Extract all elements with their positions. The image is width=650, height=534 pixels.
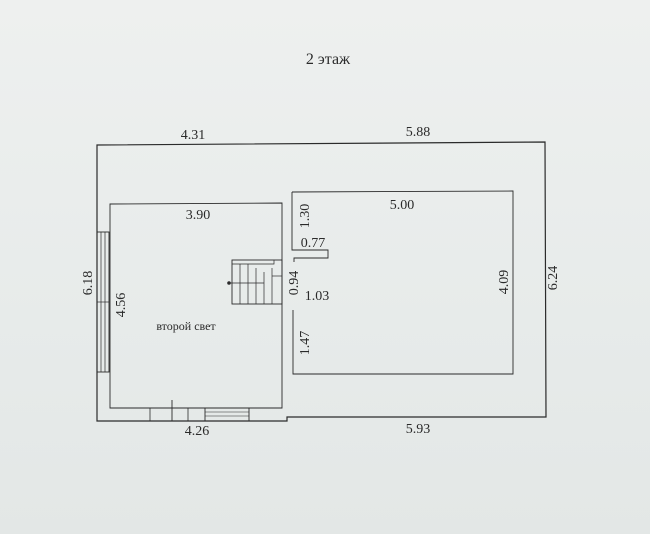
bottom-window: [149, 400, 250, 422]
dim-left-room-width: 3.90: [186, 208, 211, 223]
dim-bottom-left: 4.26: [185, 424, 210, 439]
left-window: [96, 231, 110, 373]
dim-stair-height: 0.94: [287, 271, 302, 296]
dim-outer-right-height: 6.24: [546, 266, 561, 291]
dim-right-room-width: 5.00: [390, 198, 415, 213]
outer-wall: [96, 141, 547, 422]
room-label: второй свет: [156, 319, 216, 333]
dim-right-wall-bottom: 1.47: [298, 331, 313, 356]
left-room-wall: [109, 202, 283, 409]
staircase: [227, 259, 283, 305]
dim-outer-left-height: 6.18: [81, 271, 96, 296]
right-room-partition: [291, 192, 329, 262]
dim-bottom-right: 5.93: [406, 422, 431, 437]
dim-right-room-height: 4.09: [497, 270, 512, 295]
dim-right-wall-top: 1.30: [298, 204, 313, 229]
dim-top-right: 5.88: [406, 125, 431, 140]
dim-right-wall-gap: 0.77: [301, 236, 326, 251]
right-room-wall: [291, 190, 514, 375]
dim-left-room-height: 4.56: [114, 293, 129, 318]
dim-top-left: 4.31: [181, 128, 206, 143]
dim-opening: 1.03: [305, 289, 330, 304]
plan-title: 2 этаж: [306, 51, 351, 68]
